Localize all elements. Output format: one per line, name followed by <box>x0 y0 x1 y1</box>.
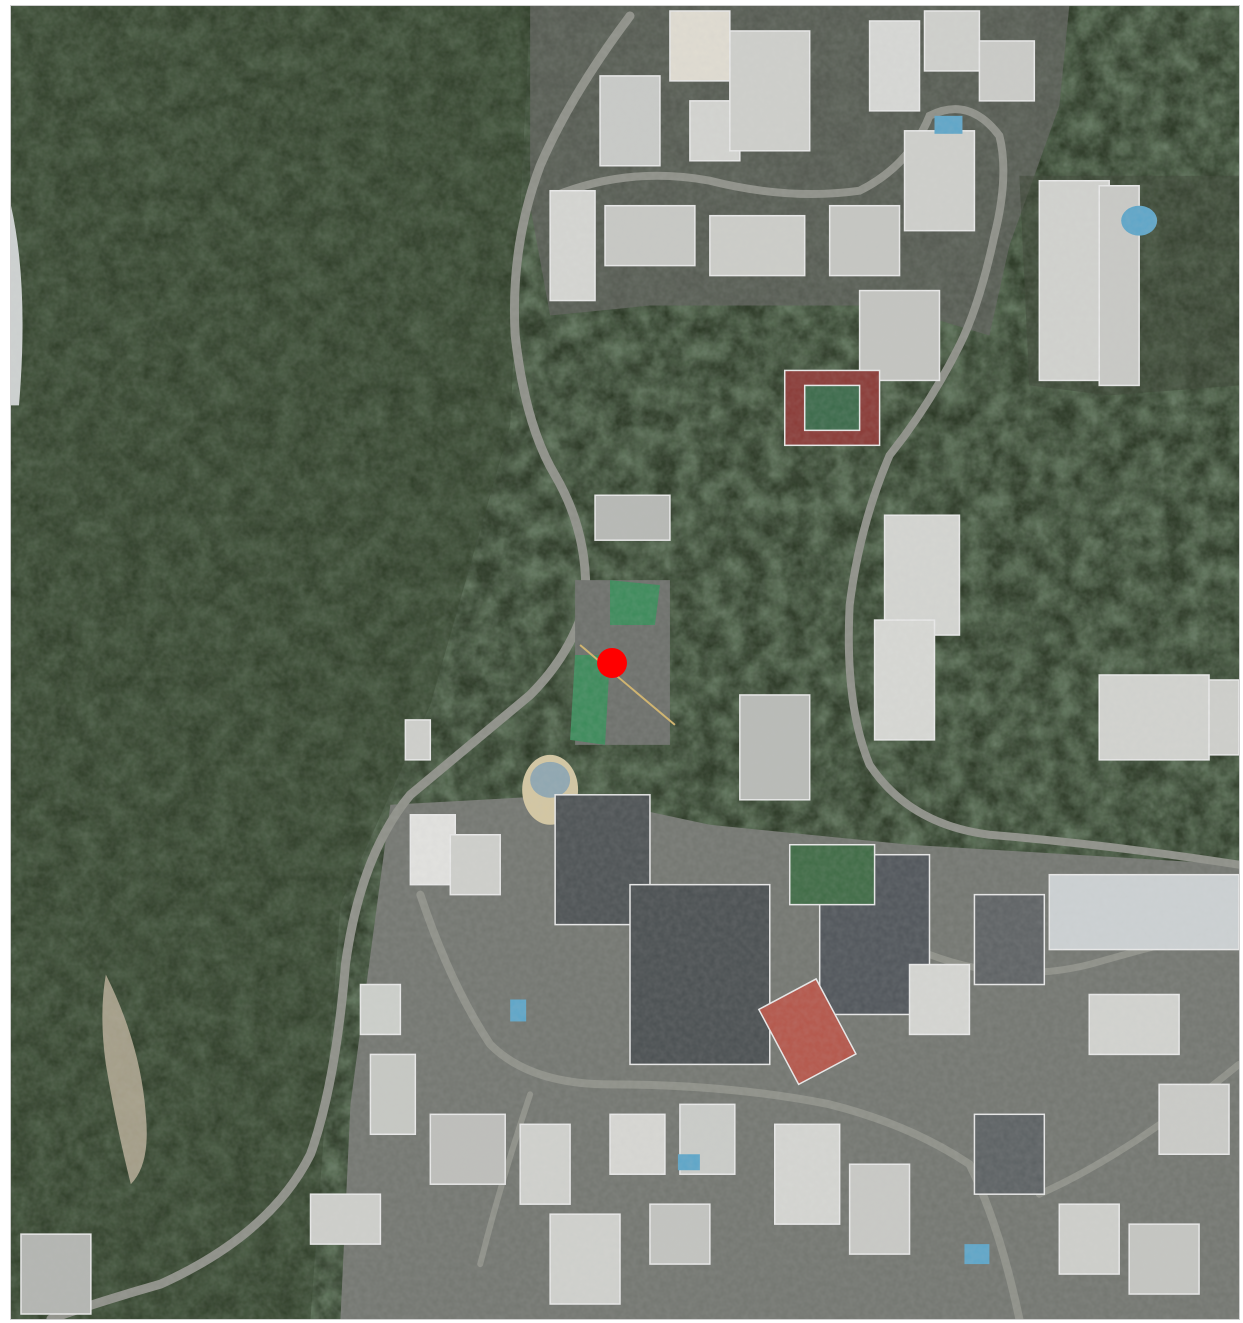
red-dot-location-marker <box>597 648 627 678</box>
aerial-map-image <box>11 6 1239 1319</box>
aerial-map[interactable] <box>10 5 1240 1320</box>
